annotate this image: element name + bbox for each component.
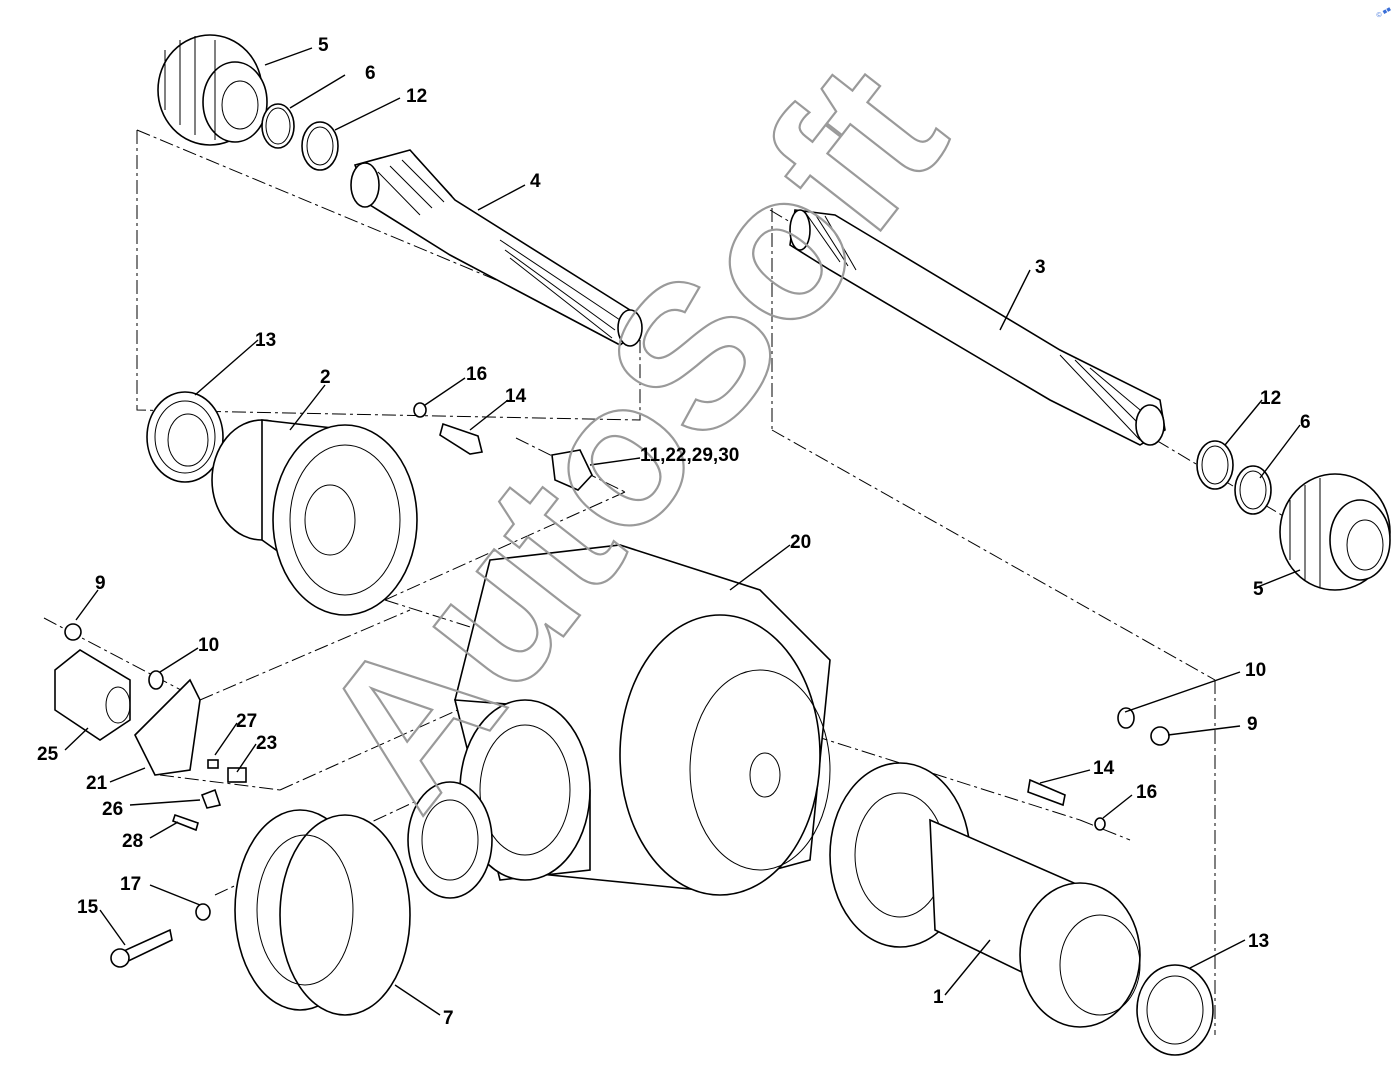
callout-20: 20 [790,532,811,553]
callout-28: 28 [122,831,143,852]
callout-13-right: 13 [1248,931,1269,952]
hub-part-2 [211,419,418,616]
valve-part-25 [54,649,131,741]
plate-part-21 [134,678,201,776]
callout-labels: 1 2 3 4 5 5 6 6 7 9 9 10 10 11,22,29,30 … [37,35,1311,1029]
washer-part-10-right [1117,707,1135,729]
callout-9-right: 9 [1247,714,1258,735]
shaft-part-3 [789,209,1166,446]
callout-3: 3 [1035,257,1046,278]
callout-4: 4 [530,171,541,192]
callout-6-top: 6 [365,63,376,84]
callout-16-top: 16 [466,364,487,385]
ring-part-7 [234,809,411,1016]
callout-23: 23 [256,733,277,754]
callout-10-right: 10 [1245,660,1266,681]
bearing-part-13-left [146,391,224,483]
plug-part-11 [551,449,593,491]
shaft-part-4 [350,149,643,347]
bolt-part-14-right [1027,778,1066,807]
nut-part-9-right [1150,726,1170,746]
circlip-part-12-top [301,121,339,171]
bolt-part-15 [110,928,173,968]
callout-16-right: 16 [1136,782,1157,803]
callout-25: 25 [37,744,59,765]
gear-part-5-right [1279,473,1391,591]
gear-part-5-top [157,34,268,146]
nut-part-9-left [64,623,82,641]
axle-part-1 [829,762,1141,1028]
washer-part-16-top [413,402,427,418]
flange-cap [407,781,493,899]
callout-7: 7 [443,1008,454,1029]
callout-5-right: 5 [1253,579,1264,600]
o-ring-part-6-top [261,103,295,149]
callout-15: 15 [77,897,99,918]
callout-9-left: 9 [95,573,106,594]
corner-mark: © ■■ [1375,5,1392,20]
washer-part-17 [195,903,211,921]
leader-lines [64,47,1301,1016]
callout-14-top: 14 [505,386,527,407]
callout-13-left: 13 [255,330,276,351]
callout-5-top: 5 [318,35,329,56]
bolt-part-14-top [439,422,483,455]
callout-6-right: 6 [1300,412,1311,433]
callout-11-22-29-30: 11,22,29,30 [640,445,739,466]
small-parts-23-26-27-28 [172,759,247,832]
callout-2: 2 [320,367,331,388]
callout-1: 1 [933,987,944,1008]
washer-part-16-right [1094,817,1106,831]
callout-14-right: 14 [1093,758,1115,779]
callout-12-right: 12 [1260,388,1281,409]
o-ring-part-6-right [1234,465,1272,515]
callout-10-left: 10 [198,635,219,656]
callout-27: 27 [236,711,257,732]
circlip-part-12-right [1196,440,1234,490]
washer-part-10-left [148,670,164,690]
callout-17: 17 [120,874,141,895]
callout-12-top: 12 [406,86,427,107]
callout-21: 21 [86,773,108,794]
callout-26: 26 [102,799,123,820]
bearing-part-13-right [1136,964,1214,1056]
